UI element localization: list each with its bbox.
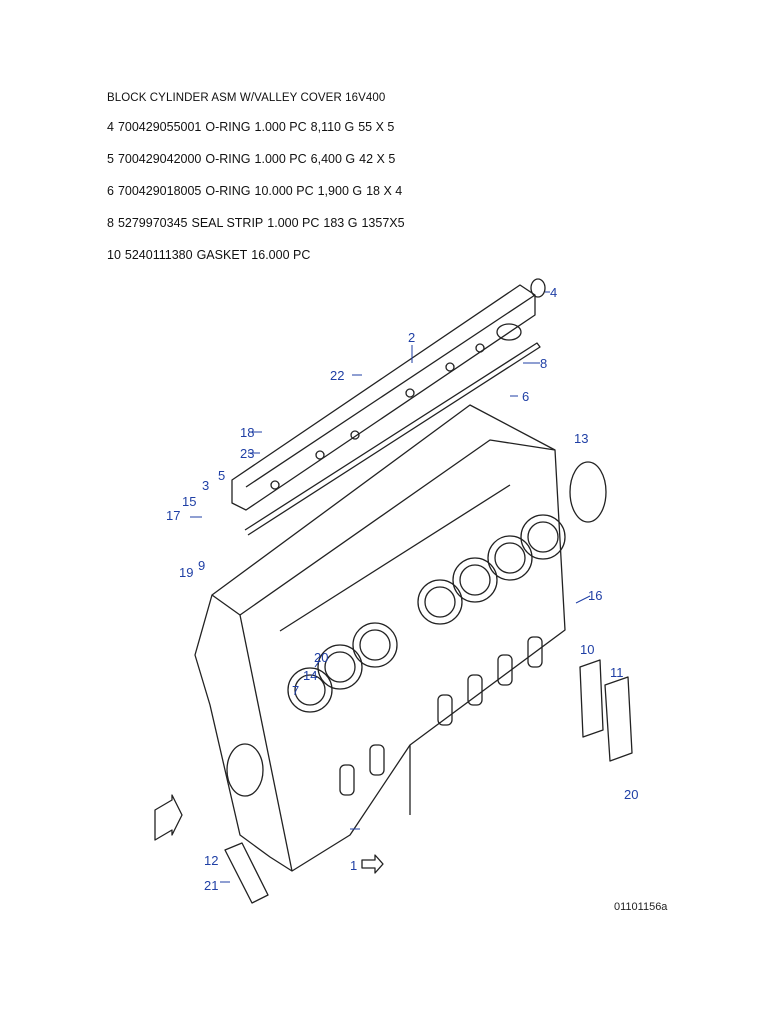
callout-10: 10 (580, 642, 595, 657)
callout-14: 14 (303, 668, 318, 683)
callout-19: 19 (179, 565, 194, 580)
callout-21: 21 (204, 878, 219, 893)
callout-23: 23 (240, 446, 255, 461)
callout-6: 6 (522, 389, 530, 404)
callout-20: 20 (314, 650, 329, 665)
callout-3: 3 (202, 478, 210, 493)
callout-11: 11 (610, 665, 624, 680)
callout-8: 8 (540, 356, 548, 371)
exploded-view-drawing: 4 2 8 22 6 18 23 13 3 5 15 17 19 9 16 20… (150, 275, 670, 915)
callout-18: 18 (240, 425, 255, 440)
callout-17: 17 (166, 508, 181, 523)
callout-1: 1 (350, 858, 358, 873)
engine-block-illustration (154, 278, 633, 904)
callout-4: 4 (550, 285, 558, 300)
callout-22: 22 (330, 368, 345, 383)
callout-15: 15 (182, 494, 197, 509)
callout-2: 2 (408, 330, 416, 345)
callout-5: 5 (218, 468, 226, 483)
callout-13: 13 (574, 431, 589, 446)
valley-cover-shape (231, 284, 536, 511)
callout-16: 16 (588, 588, 603, 603)
cylinder-block-shape (194, 404, 566, 872)
callout-9: 9 (198, 558, 206, 573)
callout-12: 12 (204, 853, 219, 868)
figure-id: 01101156a (614, 901, 668, 913)
callout-20b: 20 (624, 787, 639, 802)
document-title: BLOCK CYLINDER ASM W/VALLEY COVER 16V400 (107, 92, 386, 104)
callout-7: 7 (292, 683, 300, 698)
